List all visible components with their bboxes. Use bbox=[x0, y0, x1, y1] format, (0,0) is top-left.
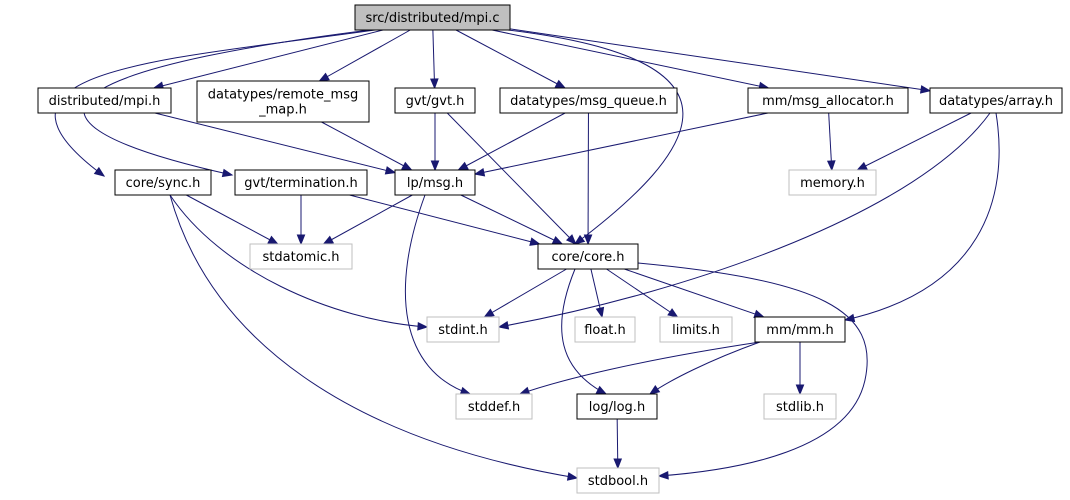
node-stdbool-h: stdbool.h bbox=[576, 467, 660, 494]
node-label: stdatomic.h bbox=[263, 250, 340, 265]
edge-mpi-c-to-gvt-h bbox=[430, 29, 439, 90]
node-label: stdlib.h bbox=[776, 400, 824, 415]
edge-mpi-c-to-array-h bbox=[509, 28, 932, 94]
node-label: memory.h bbox=[800, 176, 865, 191]
edge-array-h-to-mm-h bbox=[843, 112, 1000, 323]
node-distributed-mpi-h[interactable]: distributed/mpi.h bbox=[37, 87, 172, 114]
node-label: stdint.h bbox=[438, 323, 487, 338]
node-sync-h[interactable]: core/sync.h bbox=[114, 169, 212, 196]
edge-distributed-mpi-h-to-lp-msg-h bbox=[154, 112, 397, 175]
edge-array-h-to-memory-h bbox=[856, 112, 972, 171]
node-label: datatypes/array.h bbox=[939, 94, 1053, 109]
edge-core-h-to-stdbool-h bbox=[637, 262, 868, 480]
edge-mm-h-to-stddef-h bbox=[518, 341, 761, 395]
node-stdlib-h: stdlib.h bbox=[763, 393, 837, 420]
node-mpi-c[interactable]: src/distributed/mpi.c bbox=[354, 4, 511, 31]
node-label: lp/msg.h bbox=[407, 176, 463, 191]
node-termination-h[interactable]: gvt/termination.h bbox=[234, 169, 368, 196]
node-msg-queue-h[interactable]: datatypes/msg_queue.h bbox=[499, 87, 678, 114]
node-label: mm/mm.h bbox=[766, 323, 833, 338]
edge-mpi-c-to-msg-queue-h bbox=[455, 29, 567, 89]
edge-gvt-h-to-core-h bbox=[446, 112, 577, 245]
edge-mpi-c-to-remote-msg-map-h bbox=[318, 29, 411, 82]
edge-array-h-to-stdint-h bbox=[497, 112, 991, 330]
node-msg-allocator-h[interactable]: mm/msg_allocator.h bbox=[747, 87, 909, 114]
node-label: src/distributed/mpi.c bbox=[365, 11, 499, 26]
node-log-h[interactable]: log/log.h bbox=[576, 393, 658, 420]
node-memory-h: memory.h bbox=[788, 169, 877, 196]
node-lp-msg-h[interactable]: lp/msg.h bbox=[394, 169, 476, 196]
node-float-h: float.h bbox=[574, 316, 636, 343]
edge-mpi-c-to-msg-allocator-h bbox=[491, 29, 770, 91]
edge-core-h-to-stdint-h bbox=[483, 268, 567, 318]
node-stddef-h: stddef.h bbox=[455, 393, 533, 420]
node-gvt-h[interactable]: gvt/gvt.h bbox=[394, 87, 476, 114]
edge-termination-h-to-core-h bbox=[349, 194, 541, 246]
edge-core-h-to-float-h bbox=[590, 268, 605, 319]
edge-lp-msg-h-to-stdatomic-h bbox=[322, 194, 413, 245]
node-label: float.h bbox=[584, 323, 626, 338]
node-label: mm/msg_allocator.h bbox=[762, 94, 894, 109]
edge-gvt-h-to-lp-msg-h bbox=[430, 113, 440, 172]
node-label: limits.h bbox=[672, 323, 720, 338]
edge-remote-msg-map-h-to-lp-msg-h bbox=[321, 121, 413, 171]
nodes-layer: src/distributed/mpi.c distributed/mpi.h da… bbox=[37, 4, 1063, 494]
node-core-h[interactable]: core/core.h bbox=[537, 243, 639, 270]
edge-core-h-to-limits-h bbox=[606, 268, 679, 318]
edge-msg-queue-h-to-core-h bbox=[583, 112, 593, 246]
node-label: gvt/gvt.h bbox=[406, 94, 465, 109]
node-remote-msg-map-h[interactable]: datatypes/remote_msg_map.h bbox=[196, 80, 370, 123]
edge-msg-queue-h-to-lp-msg-h bbox=[457, 112, 566, 171]
node-limits-h: limits.h bbox=[659, 316, 733, 343]
edge-sync-h-to-stdbool-h bbox=[169, 194, 579, 481]
node-label: stdbool.h bbox=[588, 474, 648, 489]
edge-msg-allocator-h-to-memory-h bbox=[826, 112, 836, 172]
edge-sync-h-to-stdatomic-h bbox=[186, 194, 279, 245]
node-label: log/log.h bbox=[589, 400, 645, 415]
edge-mpi-c-to-core-h bbox=[507, 29, 684, 245]
node-label: distributed/mpi.h bbox=[49, 94, 161, 109]
edge-lp-msg-h-to-stddef-h bbox=[404, 194, 472, 396]
node-array-h[interactable]: datatypes/array.h bbox=[929, 87, 1063, 114]
node-stdatomic-h: stdatomic.h bbox=[249, 243, 353, 270]
edge-termination-h-to-stdatomic-h bbox=[296, 195, 306, 246]
edge-msg-allocator-h-to-lp-msg-h bbox=[473, 112, 769, 177]
edge-mm-h-to-stdlib-h bbox=[795, 342, 805, 396]
node-label: gvt/termination.h bbox=[244, 176, 357, 191]
node-mm-h[interactable]: mm/mm.h bbox=[754, 316, 846, 343]
edge-log-h-to-stdbool-h bbox=[613, 418, 623, 470]
node-stdint-h: stdint.h bbox=[426, 316, 500, 343]
node-label: datatypes/remote_msg_map.h bbox=[208, 88, 358, 118]
edge-mm-h-to-log-h bbox=[648, 341, 761, 395]
node-label: stddef.h bbox=[468, 400, 520, 415]
node-label: core/core.h bbox=[551, 250, 624, 265]
node-label: datatypes/msg_queue.h bbox=[510, 94, 667, 109]
edge-sync-h-to-stdint-h bbox=[169, 194, 429, 331]
node-label: core/sync.h bbox=[126, 176, 201, 191]
